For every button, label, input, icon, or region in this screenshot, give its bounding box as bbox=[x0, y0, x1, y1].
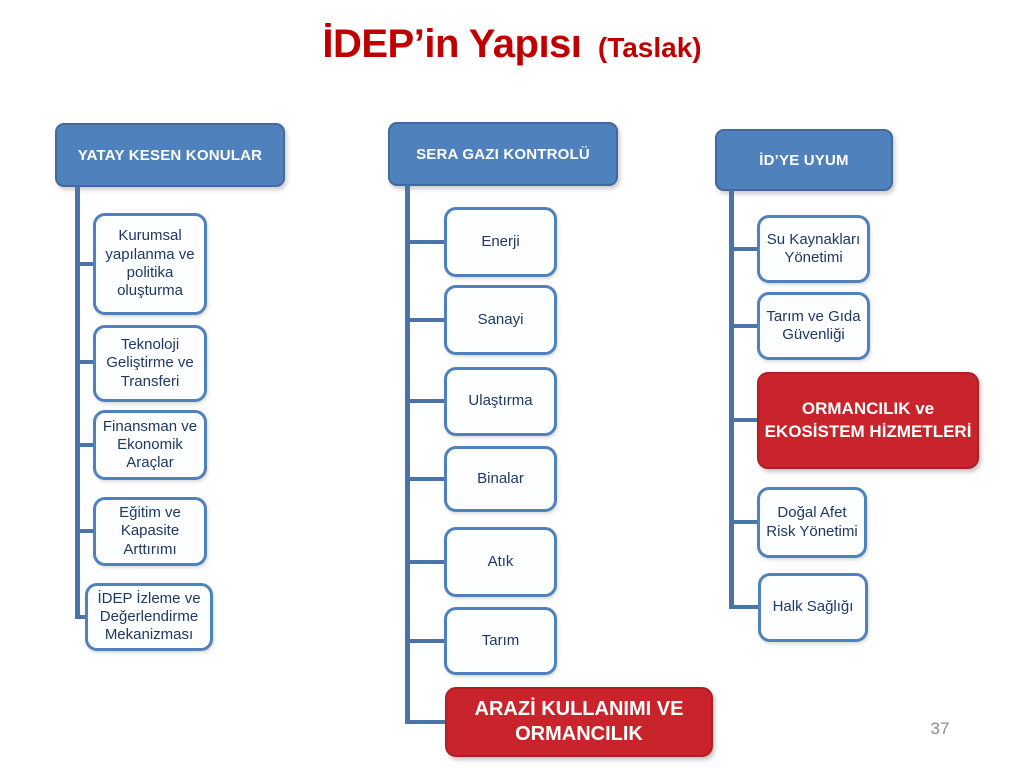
node-enerji: Enerji bbox=[444, 207, 557, 277]
connector-branch bbox=[77, 262, 93, 266]
connector-branch bbox=[407, 477, 444, 481]
node-sanayi: Sanayi bbox=[444, 285, 557, 355]
page-title-suffix: (Taslak) bbox=[597, 32, 702, 63]
page-title: İDEP’in Yapısı (Taslak) bbox=[0, 22, 1024, 67]
connector-trunk-col1 bbox=[75, 186, 80, 619]
header-ghg-control: SERA GAZI KONTROLÜ bbox=[388, 122, 618, 186]
connector-branch bbox=[77, 529, 93, 533]
connector-branch bbox=[731, 520, 757, 524]
connector-branch bbox=[77, 615, 86, 619]
node-binalar: Binalar bbox=[444, 446, 557, 512]
header-cross-cutting-topics: YATAY KESEN KONULAR bbox=[55, 123, 285, 187]
node-atik: Atık bbox=[444, 527, 557, 597]
node-egitim-kapasite: Eğitim ve Kapasite Arttırımı bbox=[93, 497, 207, 566]
node-finansman-ekonomik: Finansman ve Ekonomik Araçlar bbox=[93, 410, 207, 480]
node-dogal-afet: Doğal Afet Risk Yönetimi bbox=[757, 487, 867, 558]
connector-branch bbox=[407, 720, 445, 724]
connector-trunk-col3 bbox=[729, 190, 734, 609]
node-kurumsal-yapilanma: Kurumsal yapılanma ve politika oluşturma bbox=[93, 213, 207, 315]
connector-branch bbox=[77, 360, 93, 364]
page-number: 37 bbox=[930, 719, 950, 738]
node-teknoloji-gelistirme: Teknoloji Geliştirme ve Transferi bbox=[93, 325, 207, 402]
node-ormancilik-ekosistem: ORMANCILIK ve EKOSİSTEM HİZMETLERİ bbox=[757, 372, 979, 469]
node-arazi-kullanimi-ormancilik: ARAZİ KULLANIMI VE ORMANCILIK bbox=[445, 687, 713, 757]
node-halk-sagligi: Halk Sağlığı bbox=[758, 573, 868, 642]
connector-branch bbox=[731, 605, 758, 609]
header-adaptation: İD’YE UYUM bbox=[715, 129, 893, 191]
connector-branch bbox=[731, 418, 757, 422]
node-ulastirma: Ulaştırma bbox=[444, 367, 557, 436]
connector-branch bbox=[407, 240, 444, 244]
connector-branch bbox=[731, 247, 757, 251]
connector-branch bbox=[407, 560, 444, 564]
connector-branch bbox=[407, 639, 444, 643]
connector-branch bbox=[407, 318, 444, 322]
node-idep-izleme: İDEP İzleme ve Değerlendirme Mekanizması bbox=[85, 583, 213, 651]
node-tarim-gida: Tarım ve Gıda Güvenliği bbox=[757, 292, 870, 360]
connector-branch bbox=[407, 399, 444, 403]
node-tarim: Tarım bbox=[444, 607, 557, 675]
page-title-main: İDEP’in Yapısı bbox=[322, 22, 582, 66]
connector-branch bbox=[77, 443, 93, 447]
connector-trunk-col2 bbox=[405, 185, 410, 724]
connector-branch bbox=[731, 324, 757, 328]
node-su-kaynaklari: Su Kaynakları Yönetimi bbox=[757, 215, 870, 283]
